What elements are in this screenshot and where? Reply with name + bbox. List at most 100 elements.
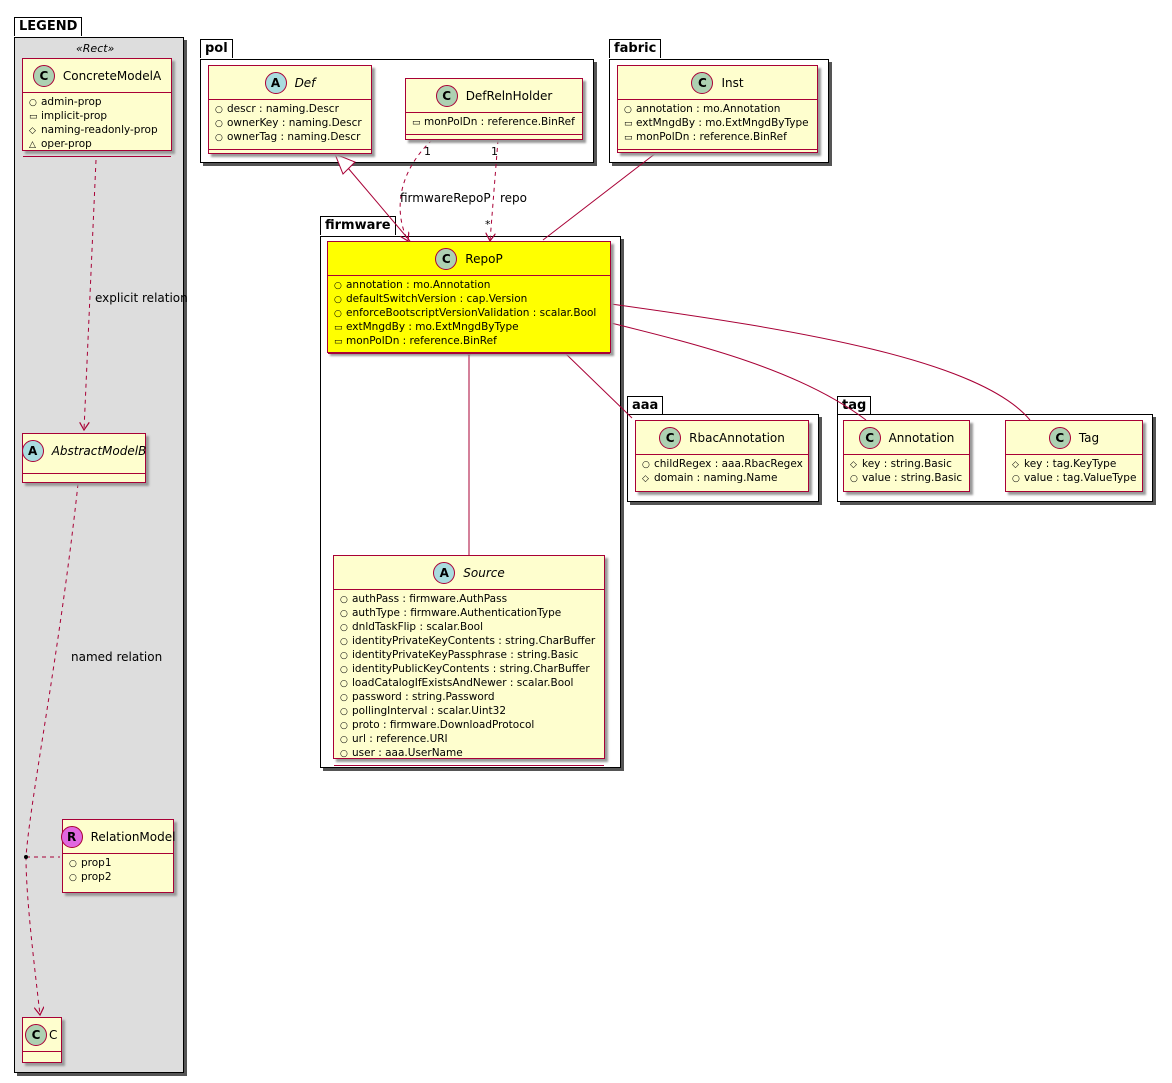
attribute-text: monPolDn : reference.BinRef [346,335,497,347]
package-tab-legend: LEGEND [14,17,83,36]
attribute-list: ○annotation : mo.Annotation ○ defaultSwit… [328,276,610,353]
attribute-text: ownerTag : naming.Descr [227,131,361,143]
attribute-list: ▭monPolDn : reference.BinRef [406,113,582,134]
abstract-badge-icon: A [264,71,287,94]
attribute-text: identityPublicKeyContents : string.CharB… [352,663,590,675]
visibility-icon: ▭ [412,118,421,128]
visibility-icon: ○ [334,309,342,319]
visibility-icon: ○ [334,295,342,305]
attribute-text: url : reference.URI [352,733,448,745]
attribute-list: ◇ key : string.Basic ○ value : string.Basi… [844,455,969,490]
class-badge-icon: C [32,64,55,87]
def-inheritance-arrowhead [334,153,356,175]
class-badge-icon: C [1048,426,1071,449]
attribute-text: defaultSwitchVersion : cap.Version [346,293,528,305]
visibility-icon: ○ [340,707,348,717]
relation-badge-icon: R [60,825,83,848]
visibility-icon: ○ [642,460,650,470]
visibility-icon: ○ [340,637,348,647]
visibility-icon: ○ [334,281,342,291]
attribute-text: key : string.Basic [862,458,952,470]
legend-relation-point [24,855,28,859]
visibility-icon: ○ [69,859,77,869]
visibility-icon: ▭ [334,323,343,333]
attribute-list: ◇ key : tag.KeyType ○value : tag.ValueTyp… [1006,455,1142,490]
attribute: ▭monPolDn : reference.BinRef [624,131,811,145]
annotation-composition-line [598,317,867,421]
attribute: ○annotation : mo.Annotation [334,279,604,293]
class-name: Source [463,565,505,580]
attribute-text: password : string.Password [352,691,495,703]
attribute: ○admin-prop [29,96,165,110]
attribute: ○identityPrivateKeyContents : string.Cha… [340,635,598,649]
attribute-text: prop1 [81,857,112,869]
class-badge-icon: C [858,426,881,449]
attribute: ○value : tag.ValueType [1012,472,1136,486]
attribute: ○authPass : firmware.AuthPass [340,593,598,607]
attribute-text: oper-prop [41,138,92,150]
visibility-icon: ◇ [29,126,36,136]
visibility-icon: ◇ [850,460,857,470]
attribute: ○identityPublicKeyContents : string.Char… [340,663,598,677]
legend-explicit-relation-label: explicit relation [95,291,188,305]
attribute: ○ childRegex : aaa.RbacRegex [642,458,803,472]
visibility-icon: ○ [340,693,348,703]
visibility-icon: ◇ [1012,460,1019,470]
legend-named-relation-line [25,483,79,1015]
visibility-icon: ▭ [624,119,633,129]
attribute: ◇ naming-readonly-prop [29,124,165,138]
attribute-text: monPolDn : reference.BinRef [424,116,575,128]
attribute: ◇ key : tag.KeyType [1012,458,1136,472]
attribute: ▭implicit-prop [29,110,165,124]
attribute: ○ url : reference.URI [340,733,598,747]
attribute-text: key : tag.KeyType [1024,458,1117,470]
attribute: ○proto : firmware.DownloadProtocol [340,719,598,733]
attribute: ○descr : naming.Descr [215,103,365,117]
attribute-text: naming-readonly-prop [41,124,158,136]
attribute: ○user : aaa.UserName [340,747,598,761]
class-name: AbstractModelB [51,443,147,458]
attribute: ○ password : string.Password [340,691,598,705]
attribute-text: pollingInterval : scalar.Uint32 [352,705,507,717]
visibility-icon: ○ [850,474,858,484]
visibility-icon: ○ [340,735,348,745]
class-name: ConcreteModelA [62,68,162,83]
visibility-icon: ○ [215,105,223,115]
attribute: ○ownerTag : naming.Descr [215,131,365,145]
attribute-text: childRegex : aaa.RbacRegex [654,458,803,470]
visibility-icon: ○ [340,651,348,661]
class-badge-icon: C [435,247,458,270]
class-name: Tag [1078,430,1100,445]
attribute: ◇ key : string.Basic [850,458,963,472]
visibility-icon: ○ [215,119,223,129]
attribute-text: ownerKey : naming.Descr [227,117,362,129]
attribute: ○authType : firmware.AuthenticationType [340,607,598,621]
attribute: △oper-prop [29,138,165,152]
attribute-list: ○prop1 ○prop2 [63,854,173,889]
class-tag[interactable]: C Tag ◇ key : tag.KeyType ○value : tag.Val… [1005,420,1143,492]
multiplicity-one-firmware-repop: 1 [424,145,431,158]
firmware-repop-label: firmwareRepoP [400,191,491,205]
attribute: ○annotation : mo.Annotation [624,103,811,117]
class-concrete-model-a[interactable]: C ConcreteModelA ○admin-prop ▭implicit-pr… [22,58,172,157]
attribute-text: value : string.Basic [862,472,963,484]
attribute-list: ○authPass : firmware.AuthPass ○authType … [334,590,604,765]
class-name: RbacAnnotation [689,430,785,445]
visibility-icon: ◇ [642,474,649,484]
visibility-icon: ○ [340,595,348,605]
attribute-list: ○annotation : mo.Annotation ▭extMngdBy :… [618,100,817,149]
visibility-icon: ○ [340,623,348,633]
multiplicity-many-repo: * [485,218,491,231]
visibility-icon: ○ [340,679,348,689]
attribute-text: value : tag.ValueType [1024,472,1137,484]
